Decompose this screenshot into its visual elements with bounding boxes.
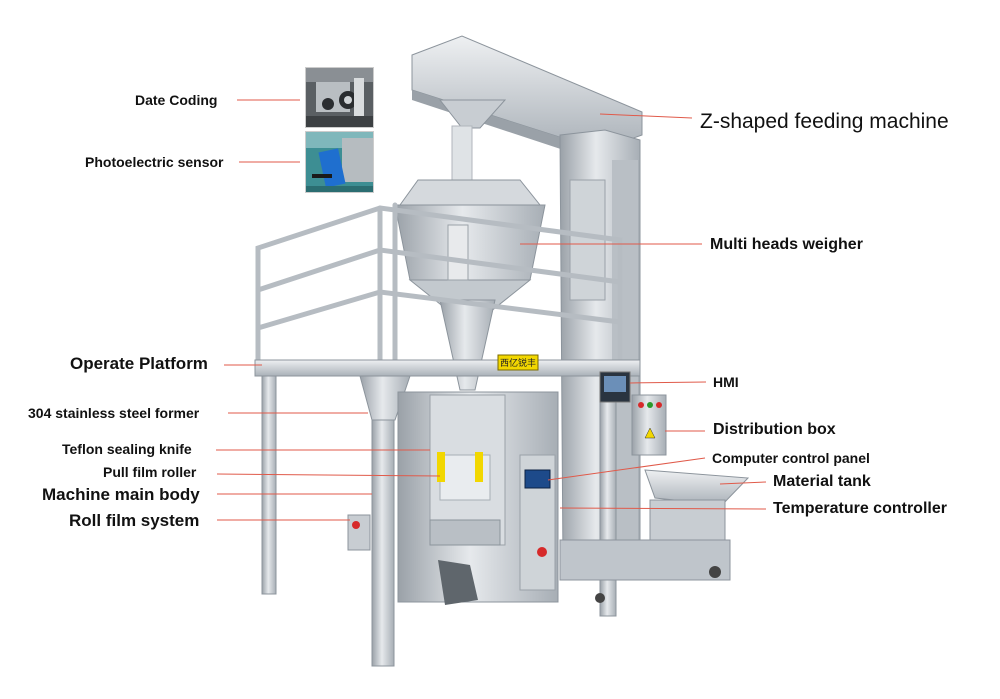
label-distribution-box: Distribution box <box>713 421 836 438</box>
label-operate-platform: Operate Platform <box>70 354 208 373</box>
platform-sign-shape <box>497 354 539 371</box>
label-computer-panel: Computer control panel <box>712 450 870 466</box>
platform-railing-shape <box>255 202 623 363</box>
machine-body-shape <box>347 391 559 605</box>
platform-sign-text: 西亿锐丰 <box>500 357 536 369</box>
label-z-feeder: Z-shaped feeding machine <box>700 110 949 133</box>
label-roll-film: Roll film system <box>69 511 200 530</box>
leader-lines <box>216 99 767 521</box>
label-multi-heads-weigher: Multi heads weigher <box>710 236 863 253</box>
label-temp-controller: Temperature controller <box>773 500 947 517</box>
date-coding-photo <box>305 67 374 128</box>
label-main-body: Machine main body <box>42 485 200 504</box>
distribution-box-shape <box>631 394 667 456</box>
label-teflon-knife: Teflon sealing knife <box>62 441 192 457</box>
label-former: 304 stainless steel former <box>28 405 200 421</box>
label-pull-film-roller: Pull film roller <box>103 464 197 480</box>
platform-deck-shape <box>254 359 641 377</box>
label-hmi: HMI <box>713 374 739 390</box>
photoelectric-sensor-photo <box>305 131 374 193</box>
label-material-tank: Material tank <box>773 473 871 490</box>
material-tank-shape <box>559 469 750 603</box>
label-date-coding: Date Coding <box>135 92 218 108</box>
label-photoelectric-sensor: Photoelectric sensor <box>85 154 224 170</box>
